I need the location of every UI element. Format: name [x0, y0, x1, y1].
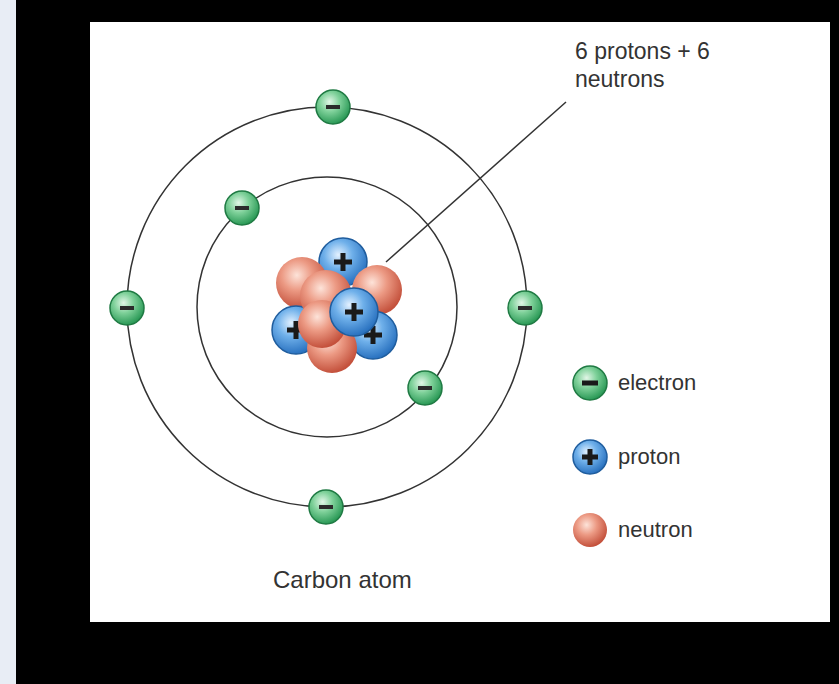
caption-holder: Carbon atom	[273, 566, 412, 595]
legend-row: neutron	[618, 517, 693, 543]
legend-row: electron	[618, 370, 696, 396]
electron-symbol	[508, 291, 542, 325]
legend-text: proton	[618, 444, 680, 470]
outer-orbit	[127, 107, 527, 507]
nucleus	[272, 238, 402, 373]
inner-orbit	[197, 177, 457, 437]
legend-text: neutron	[618, 517, 693, 543]
electron-symbol	[225, 191, 259, 225]
legend-swatch	[573, 366, 607, 400]
leader-line	[386, 102, 566, 262]
legend-swatch	[573, 440, 607, 474]
legend-text: electron	[618, 370, 696, 396]
electron-symbol	[309, 490, 343, 524]
legend-swatch	[573, 513, 607, 547]
callout-label: 6 protons + 6 neutrons	[575, 38, 715, 93]
electron-symbol	[110, 291, 144, 325]
legend-row: proton	[618, 444, 680, 470]
black-frame	[16, 0, 839, 684]
white-panel	[90, 22, 830, 622]
label-holder: 6 protons + 6 neutrons	[575, 38, 715, 93]
caption: Carbon atom	[273, 566, 412, 595]
electron-symbol	[316, 90, 350, 124]
electron-symbol	[408, 371, 442, 405]
